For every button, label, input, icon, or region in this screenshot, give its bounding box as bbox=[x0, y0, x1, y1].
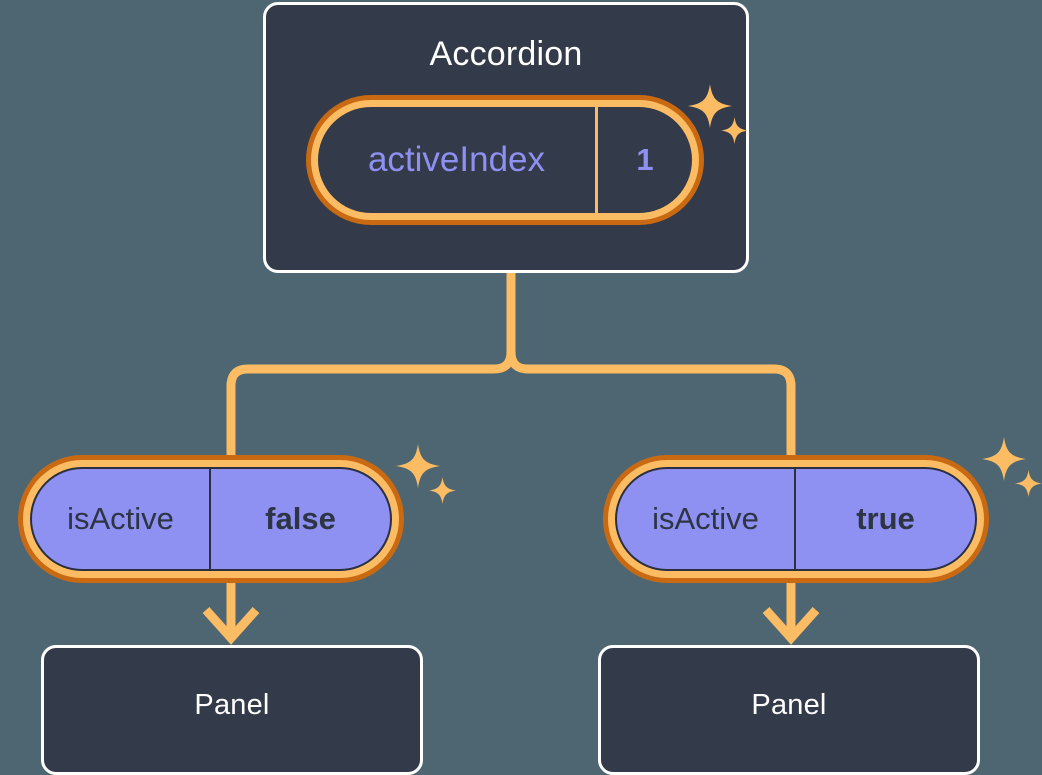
connector-branch-right bbox=[506, 351, 796, 462]
activeindex-state-pill[interactable]: activeIndex 1 bbox=[306, 95, 704, 225]
panel-left-title: Panel bbox=[194, 689, 270, 721]
activeindex-pill-ring: activeIndex 1 bbox=[311, 100, 699, 220]
accordion-card-title: Accordion bbox=[429, 35, 583, 73]
isactive-left-pill-key: isActive bbox=[32, 469, 211, 569]
isactive-prop-pill-left[interactable]: isActive false bbox=[18, 455, 404, 583]
isactive-right-pill-ring: isActive true bbox=[608, 460, 984, 578]
isactive-prop-pill-right[interactable]: isActive true bbox=[603, 455, 989, 583]
activeindex-pill-key: activeIndex bbox=[318, 107, 598, 213]
sparkle-icon bbox=[429, 477, 456, 504]
activeindex-pill-value: 1 bbox=[636, 142, 654, 177]
connector-branch-left bbox=[226, 351, 516, 462]
arrow-down-icon bbox=[202, 607, 260, 645]
panel-card-left[interactable]: Panel bbox=[41, 645, 423, 775]
isactive-left-pill-ring: isActive false bbox=[23, 460, 399, 578]
sparkle-icon bbox=[982, 437, 1026, 481]
isactive-left-pill-body: isActive false bbox=[30, 467, 392, 571]
activeindex-pill-body: activeIndex 1 bbox=[318, 107, 692, 213]
isactive-right-pill-value: true bbox=[856, 501, 915, 536]
connector-right-pill-to-panel bbox=[762, 578, 820, 645]
sparkle-icon bbox=[396, 444, 440, 488]
sparkle-icon bbox=[1015, 470, 1042, 497]
sparkle-group-left bbox=[396, 444, 460, 514]
isactive-left-pill-value: false bbox=[265, 501, 336, 536]
isactive-right-pill-key: isActive bbox=[617, 469, 796, 569]
connector-left-pill-to-panel bbox=[202, 578, 260, 645]
panel-right-title: Panel bbox=[751, 689, 827, 721]
isactive-right-pill-body: isActive true bbox=[615, 467, 977, 571]
panel-card-right[interactable]: Panel bbox=[598, 645, 980, 775]
sparkle-group-right bbox=[982, 437, 1042, 507]
arrow-down-icon bbox=[762, 607, 820, 645]
